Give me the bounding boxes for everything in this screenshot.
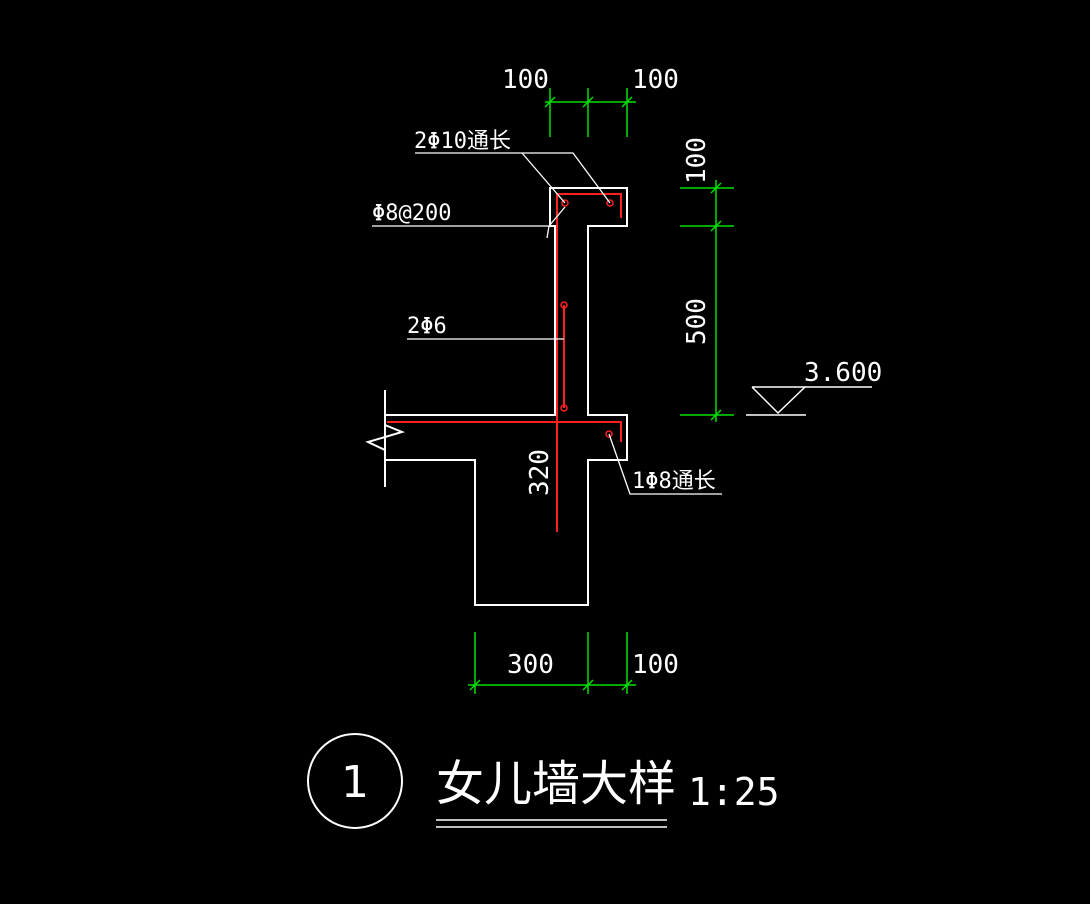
detail-scale: 1:25: [688, 770, 780, 814]
dim-bottom-left: 300: [507, 650, 554, 680]
elevation-value: 3.600: [804, 358, 882, 388]
label-bottom-bar: 1Φ8通长: [632, 469, 716, 494]
dim-top-left: 100: [502, 65, 549, 95]
dim-top-right: 100: [632, 65, 679, 95]
rebar: [387, 193, 622, 532]
label-stirrups: Φ8@200: [372, 201, 451, 226]
detail-title: 女儿墙大样: [436, 756, 676, 812]
detail-number-circle: [307, 733, 403, 829]
rebar-dots: [560, 199, 614, 438]
detail-number: 1: [341, 757, 369, 808]
leader-lines: [372, 152, 722, 495]
dim-beam-height: 320: [525, 449, 555, 496]
dim-right-mid: 500: [682, 298, 712, 345]
parapet-outline: [365, 187, 628, 606]
dim-right-top: 100: [682, 137, 712, 184]
elevation-mark: [746, 386, 872, 416]
dimension-lines: [468, 88, 734, 694]
dim-bottom-right: 100: [632, 650, 679, 680]
label-top-bars: 2Φ10通长: [414, 129, 511, 154]
label-mid-bars: 2Φ6: [407, 314, 447, 339]
